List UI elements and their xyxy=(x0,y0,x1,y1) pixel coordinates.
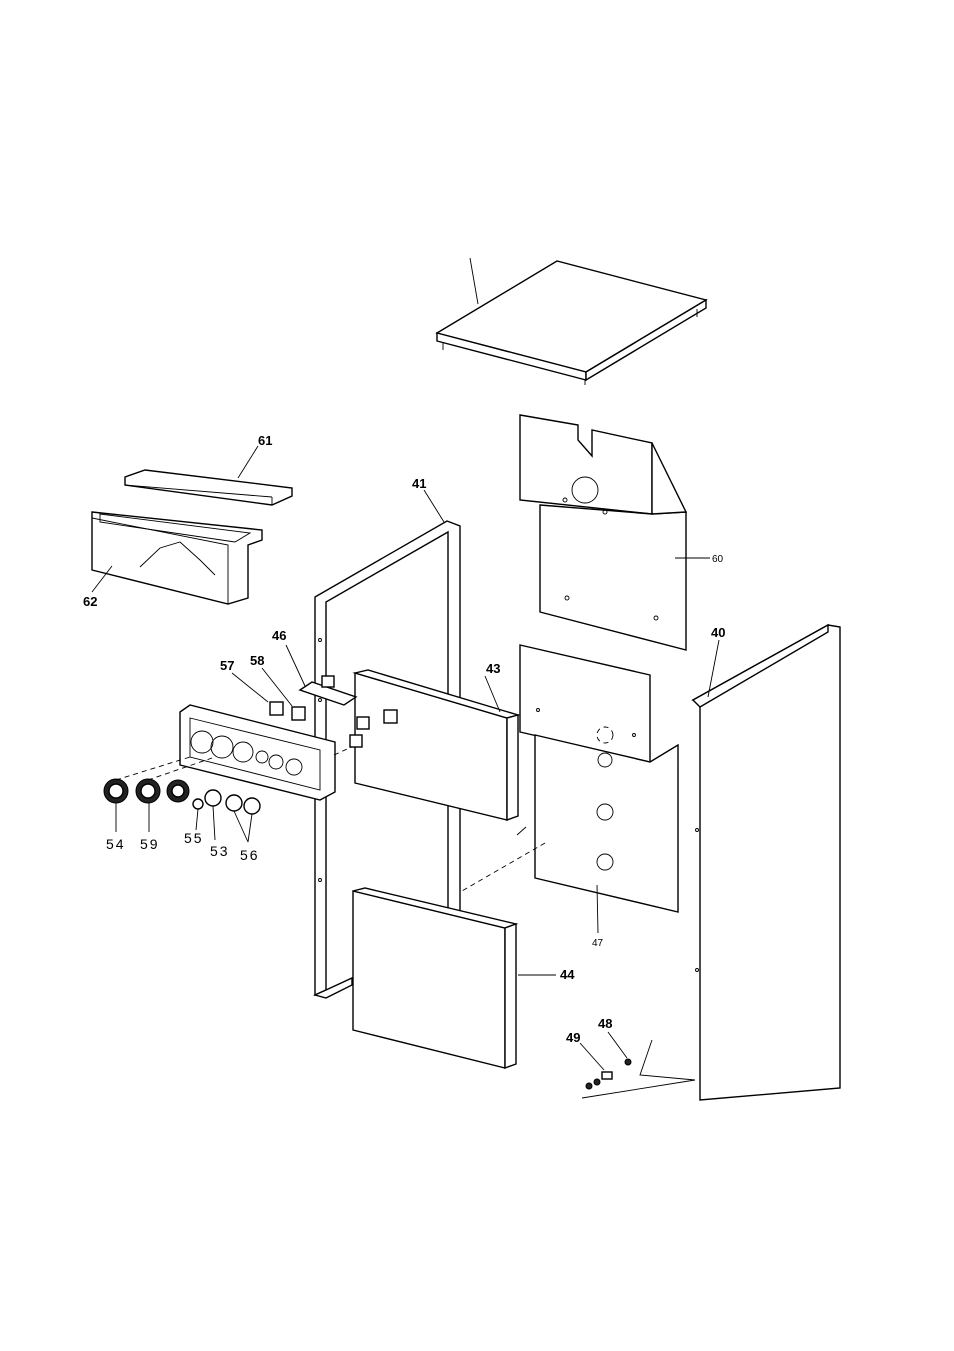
label-58: 58 xyxy=(250,653,264,668)
tray-62: 62 xyxy=(83,512,262,609)
label-56: 56 xyxy=(240,847,260,863)
label-43: 43 xyxy=(486,661,500,676)
label-62: 62 xyxy=(83,594,97,609)
control-fascia xyxy=(180,705,356,800)
rear-upper-panel-60: 60 xyxy=(520,415,724,650)
label-54: 54 xyxy=(106,836,126,852)
label-48: 48 xyxy=(598,1016,612,1031)
label-41: 41 xyxy=(412,476,426,491)
label-61: 61 xyxy=(258,433,272,448)
fixing-parts-48-49: 48 49 xyxy=(566,1016,695,1098)
right-side-panel-40: 40 xyxy=(693,625,840,1100)
label-46: 46 xyxy=(272,628,286,643)
cover-lid-61: 61 xyxy=(125,433,292,505)
label-53: 53 xyxy=(210,843,230,859)
top-cover-panel xyxy=(437,258,706,385)
label-59: 59 xyxy=(140,836,160,852)
label-60: 60 xyxy=(712,554,724,565)
label-47: 47 xyxy=(592,938,604,949)
front-panel-43: 43 xyxy=(355,661,518,820)
label-40: 40 xyxy=(711,625,725,640)
label-49: 49 xyxy=(566,1030,580,1045)
front-panel-44: 44 xyxy=(353,888,575,1068)
knobs-57-58: 57 58 xyxy=(220,653,305,720)
label-55: 55 xyxy=(184,830,204,846)
label-57: 57 xyxy=(220,658,234,673)
label-44: 44 xyxy=(560,967,575,982)
